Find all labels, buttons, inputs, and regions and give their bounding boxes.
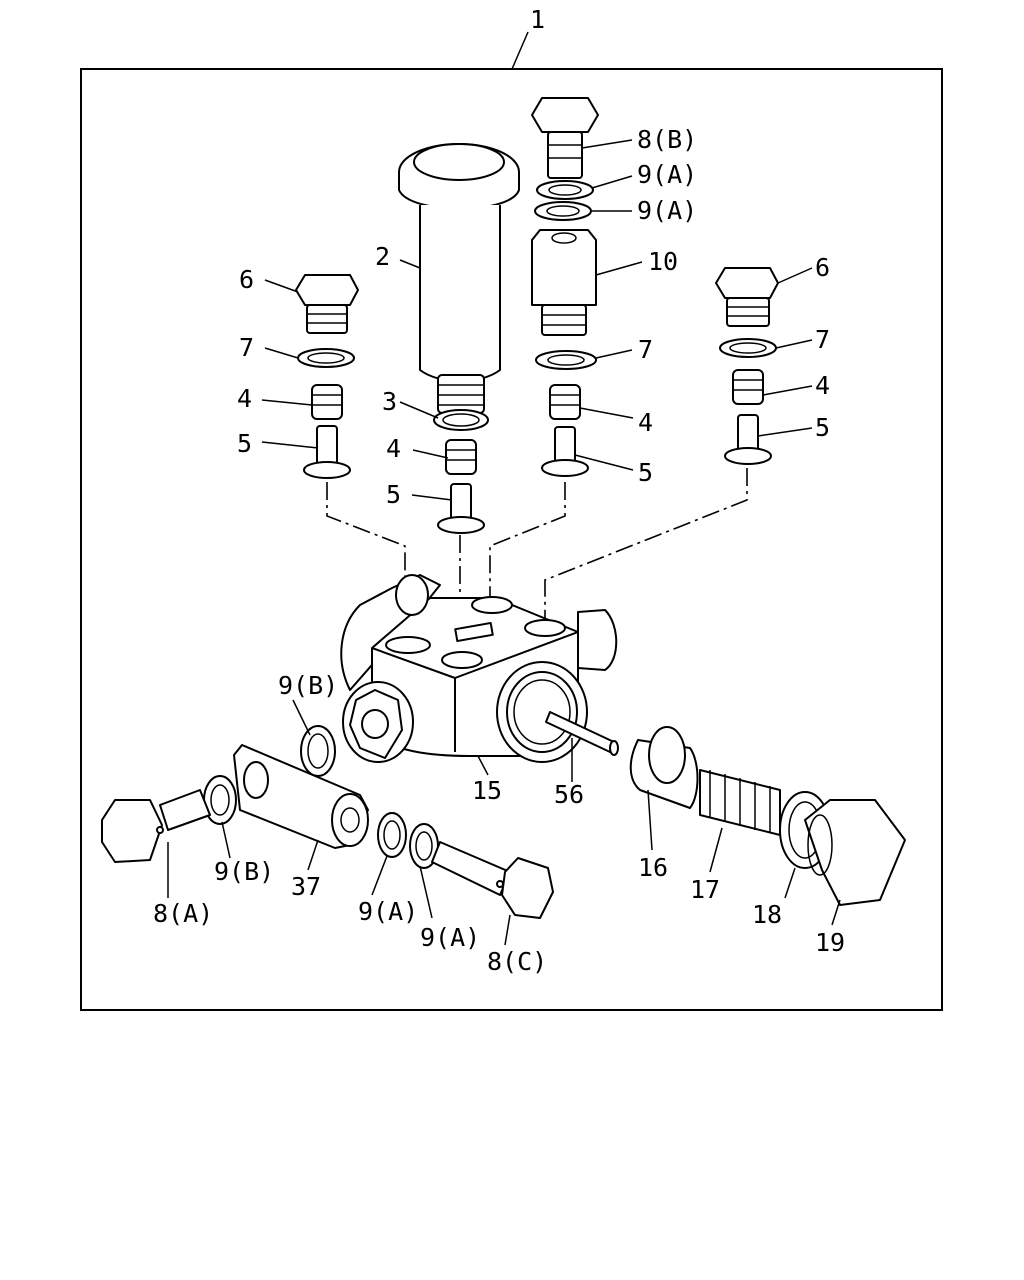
assembly-frame bbox=[80, 68, 943, 1011]
callout-9a-top-2: 9(A) bbox=[637, 196, 697, 225]
overflow-valve-assembly bbox=[545, 711, 906, 906]
callout-15: 15 bbox=[472, 776, 502, 805]
callout-labels: 1 2 3 4 5 6 7 4 5 8(B) 9(A) 9(A) 10 7 4 … bbox=[153, 5, 845, 976]
callout-9a-top-1: 9(A) bbox=[637, 160, 697, 189]
callout-17: 17 bbox=[690, 875, 720, 904]
callout-4-center: 4 bbox=[386, 434, 401, 463]
callout-7-left: 7 bbox=[239, 333, 254, 362]
callout-9a-low-1: 9(A) bbox=[358, 897, 418, 926]
callout-8b: 8(B) bbox=[637, 125, 697, 154]
callout-5-center: 5 bbox=[386, 480, 401, 509]
callout-6-right: 6 bbox=[815, 253, 830, 282]
inlet-banjo-assembly bbox=[101, 725, 554, 919]
callout-7-right: 7 bbox=[815, 325, 830, 354]
callout-5-left: 5 bbox=[237, 429, 252, 458]
callout-4-center-right: 4 bbox=[638, 408, 653, 437]
callout-4-right: 4 bbox=[815, 371, 830, 400]
center-valve-stack bbox=[437, 439, 485, 534]
callout-37: 37 bbox=[291, 872, 321, 901]
callout-4-left: 4 bbox=[237, 384, 252, 413]
callout-18: 18 bbox=[752, 900, 782, 929]
priming-pump bbox=[398, 143, 520, 431]
callout-9a-low-2: 9(A) bbox=[420, 923, 480, 952]
left-valve-stack bbox=[295, 274, 359, 479]
callout-10: 10 bbox=[648, 247, 678, 276]
leader-lines bbox=[167, 139, 841, 946]
callout-5-center-right: 5 bbox=[638, 458, 653, 487]
callout-2: 2 bbox=[375, 242, 390, 271]
callout-56: 56 bbox=[554, 780, 584, 809]
callout-3: 3 bbox=[382, 387, 397, 416]
callout-7-center-right: 7 bbox=[638, 335, 653, 364]
callout-19: 19 bbox=[815, 928, 845, 957]
callout-1: 1 bbox=[530, 5, 545, 34]
callout-9b-low: 9(B) bbox=[214, 857, 274, 886]
right-center-valve-stack bbox=[531, 97, 599, 477]
callout-8c: 8(C) bbox=[487, 947, 547, 976]
callout-16: 16 bbox=[638, 853, 668, 882]
callout-5-right: 5 bbox=[815, 413, 830, 442]
right-valve-stack bbox=[715, 267, 779, 465]
pump-body bbox=[340, 574, 618, 763]
callout-8a: 8(A) bbox=[153, 899, 213, 928]
assembly-leader-line bbox=[511, 31, 529, 70]
callout-6-left: 6 bbox=[239, 265, 254, 294]
callout-9b-mid: 9(B) bbox=[278, 671, 338, 700]
